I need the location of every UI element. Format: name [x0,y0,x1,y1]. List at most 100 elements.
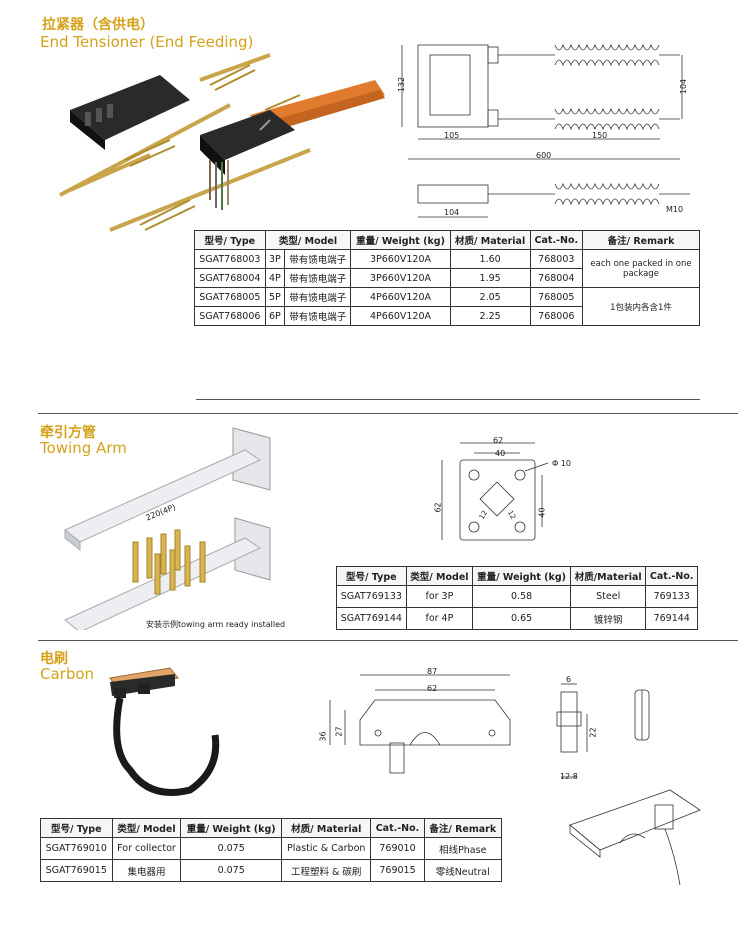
cell-weight: 0.58 [472,585,571,608]
cell-type: SGAT768003 [194,249,266,269]
table-row: SGAT768006 6P 带有馈电端子 4P660V120A 2.25 768… [194,306,700,326]
carbon-title-en: Carbon [40,665,95,683]
cell-remark: 零线Neutral [423,859,502,882]
cell-type: SGAT768004 [194,268,266,288]
dim-22: 22 [588,727,598,738]
cell-weight: 3P660V120A [350,249,451,269]
end-tensioner-title-cn: 拉紧器（含供电） [42,17,154,33]
dim-40a: 40 [495,449,506,458]
cell-material: 镀锌钢 [569,607,647,630]
table-row: SGAT768003 3P 带有馈电端子 3P660V120A 1.60 768… [194,249,700,288]
carbon-title-cn: 电刷 [40,651,68,667]
dim-phi10: Φ 10 [552,459,572,468]
dim-104: 104 [679,78,689,95]
col-type: 型号/ Type [40,818,113,838]
cell-cat: 768004 [529,268,584,288]
cell-material: 1.60 [449,249,531,269]
col-type: 型号/ Type [194,230,266,250]
dim-150: 150 [592,131,608,140]
carbon-illustration [109,667,220,796]
dim-132: 132 [397,76,407,93]
cell-cat: 768006 [529,306,584,326]
cell-type: SGAT769015 [40,859,113,882]
cell-material: 2.25 [449,306,531,326]
cell-material: 1.95 [449,268,531,288]
col-model: 类型/ Model [405,566,474,586]
dim-62b: 62 [433,502,443,513]
carbon-table: 型号/ Type 类型/ Model 重量/ Weight (kg) 材质/ M… [40,818,502,882]
divider [38,413,738,414]
cell-poles: 5P [264,287,286,307]
cell-model: 集电器用 [111,859,182,882]
end-tensioner-title-en: End Tensioner (End Feeding) [40,33,254,51]
towing-arm-table: 型号/ Type 类型/ Model 重量/ Weight (kg) 材质/Ma… [336,566,698,630]
cell-model: 带有馈电端子 [284,306,352,326]
carbon-side-drawing [556,683,650,778]
col-cat: Cat.-No. [529,230,584,250]
cell-weight: 0.075 [180,859,282,882]
col-material: 材质/ Material [280,818,372,838]
end-tensioner-drawing [401,43,690,218]
table-row: SGAT769144 for 4P 0.65 镀锌钢 769144 [336,607,698,630]
end-tensioner-table: 型号/ Type 类型/ Model 重量/ Weight (kg) 材质/ M… [194,230,700,326]
col-type: 型号/ Type [336,566,407,586]
cell-poles: 4P [264,268,286,288]
towing-arm-illustration [64,427,271,630]
col-model: 类型/ Model [111,818,182,838]
col-remark: 备注/ Remark [423,818,502,838]
towing-arm-plate-drawing [441,442,549,541]
cell-model: 带有馈电端子 [284,287,352,307]
cell-cat: 769015 [370,859,425,882]
cell-weight: 0.075 [180,837,282,860]
cell-cat: 768005 [529,287,584,307]
cell-material: 工程塑料 & 碳刷 [280,859,372,882]
dim-600: 600 [536,151,552,160]
col-cat: Cat.-No. [645,566,698,586]
col-material: 材质/ Material [449,230,531,250]
dim-62a: 62 [493,436,504,445]
cell-weight: 3P660V120A [350,268,451,288]
dim-105: 105 [444,131,460,140]
dim-104b: 104 [444,208,460,217]
cell-model: For collector [111,837,182,860]
cell-poles: 6P [264,306,286,326]
col-weight: 重量/ Weight (kg) [472,566,571,586]
cell-type: SGAT769144 [336,607,407,630]
cell-cat: 768003 [529,249,584,269]
cell-material: Steel [569,585,647,608]
divider [196,399,700,400]
cell-remark-cn: 1包装内各含1件 [582,287,700,326]
col-model: 类型/ Model [264,230,352,250]
dim-27: 27 [334,726,344,737]
dim-m10: M10 [666,205,684,214]
cell-type: SGAT769133 [336,585,407,608]
col-material: 材质/Material [569,566,647,586]
table-row: SGAT769133 for 3P 0.58 Steel 769133 [336,585,698,608]
towing-arm-title-cn: 牵引方管 [40,425,96,441]
dim-36: 36 [318,731,328,742]
towing-arm-title-en: Towing Arm [40,439,127,457]
cell-material: Plastic & Carbon [280,837,372,860]
table-row: SGAT769015 集电器用 0.075 工程塑料 & 碳刷 769015 零… [40,859,502,882]
cell-type: SGAT768006 [194,306,266,326]
dim-40b: 40 [537,507,547,518]
cell-weight: 4P660V120A [350,306,451,326]
cell-material: 2.05 [449,287,531,307]
cell-cat: 769144 [645,607,698,630]
cell-cat: 769010 [370,837,425,860]
carbon-perspective-drawing [569,789,701,886]
cell-weight: 0.65 [472,607,571,630]
col-weight: 重量/ Weight (kg) [180,818,282,838]
cell-remark: 相线Phase [423,837,502,860]
col-cat: Cat.-No. [370,818,425,838]
towing-arm-caption: 安装示例towing arm ready installed [146,620,286,629]
cell-model: 带有馈电端子 [284,249,352,269]
cell-remark-en: each one packed in one package [582,249,700,288]
dim-62: 62 [427,684,438,693]
cell-type: SGAT769010 [40,837,113,860]
cell-poles: 3P [264,249,286,269]
cell-type: SGAT768005 [194,287,266,307]
cell-model: for 4P [405,607,474,630]
carbon-front-drawing [329,674,511,774]
cell-model: 带有馈电端子 [284,268,352,288]
